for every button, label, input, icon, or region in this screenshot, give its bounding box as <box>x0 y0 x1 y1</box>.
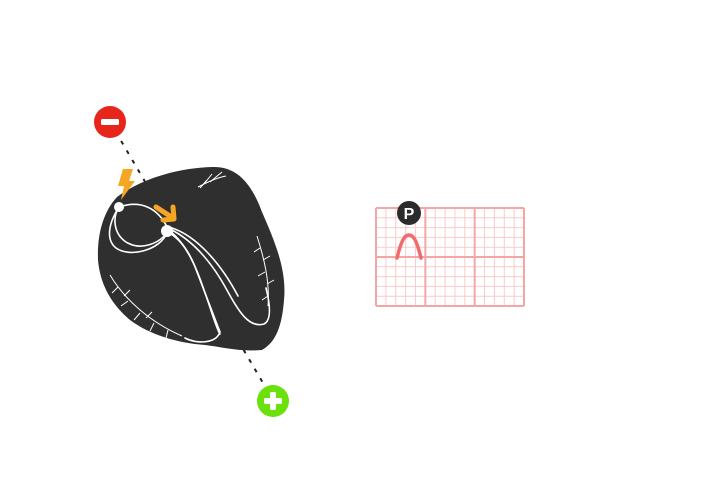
vessel-lines <box>197 171 227 189</box>
sa-node <box>114 202 124 212</box>
ecg-strip: P <box>375 201 525 307</box>
positive-electrode <box>257 385 289 417</box>
p-wave-badge <box>397 201 421 225</box>
purkinje-fibers-left <box>109 274 183 339</box>
lightning-bolt-icon <box>118 169 135 200</box>
negative-electrode <box>94 106 126 138</box>
plus-icon <box>264 392 282 410</box>
p-wave <box>395 233 423 260</box>
p-wave-label: P <box>404 206 415 223</box>
av-node <box>161 225 173 237</box>
arrow-icon <box>153 204 177 223</box>
conduction-pathways <box>108 203 271 343</box>
minus-icon <box>101 119 119 125</box>
